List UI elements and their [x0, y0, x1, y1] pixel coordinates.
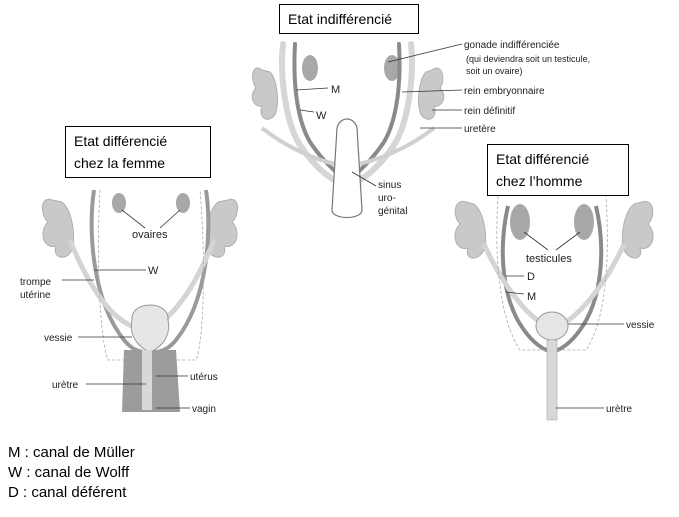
label-gonade-1: gonade indifférenciée — [464, 40, 560, 51]
title-indifferent-line-1: Etat indifférencié — [288, 11, 393, 27]
title-male-line-1: Etat différencié — [496, 151, 590, 167]
label-vessie-male: vessie — [626, 320, 655, 331]
ureter-right — [358, 126, 436, 166]
label-uretre-male: urètre — [606, 404, 633, 415]
label-ovaires: ovaires — [132, 229, 168, 241]
leader-testicules-right — [555, 231, 581, 251]
label-vagin: vagin — [192, 404, 216, 415]
label-m-top: M — [331, 84, 340, 96]
leader-gonade — [387, 43, 463, 63]
ovary-left — [112, 193, 126, 213]
label-uterus: utérus — [190, 372, 218, 383]
kidney-left-female — [42, 198, 75, 258]
bladder-female — [130, 304, 170, 353]
muller-duct-right — [353, 41, 415, 185]
embryonic-kidney-left — [251, 67, 278, 120]
kidney-right-male — [621, 200, 654, 259]
label-trompe-1: trompe — [20, 277, 52, 288]
label-sinus-3: génital — [378, 206, 407, 217]
legend-wolff: W : canal de Wolff — [8, 464, 130, 481]
label-testicules: testicules — [526, 253, 572, 265]
leader-testicules-left — [523, 231, 549, 251]
testis-right — [574, 204, 594, 240]
kidney-left-male — [454, 200, 487, 259]
title-female-line-2: chez la femme — [74, 155, 166, 171]
gonad-left — [302, 55, 318, 81]
wolff-duct-right — [352, 42, 402, 178]
muller-duct-left — [279, 41, 341, 185]
title-box-male: Etat différencié chez l’homme — [487, 144, 629, 196]
leader-m-top — [295, 87, 329, 91]
title-female-line-1: Etat différencié — [74, 133, 168, 149]
gonad-right — [384, 55, 400, 81]
male-stage-drawing: testicules D M vessie urètre — [454, 195, 655, 421]
label-gonade-2: (qui deviendra soit un testicule, — [466, 54, 590, 64]
label-w-top: W — [316, 110, 327, 122]
label-m-male: M — [527, 291, 536, 303]
female-stage-drawing: ovaires W trompe utérine vessie urètre u… — [20, 189, 238, 415]
embryonic-kidney-right — [418, 67, 445, 120]
label-d: D — [527, 271, 535, 283]
ureter-left-male — [481, 242, 542, 325]
title-male-line-2: chez l’homme — [496, 173, 583, 189]
label-sinus-2: uro- — [378, 193, 396, 204]
vas-deferens-left — [500, 205, 553, 354]
label-uretre-female: urètre — [52, 380, 79, 391]
ureter-right-male — [564, 242, 627, 325]
legend-muller: M : canal de Müller — [8, 444, 135, 461]
ovary-right — [176, 193, 190, 213]
bladder-male — [535, 311, 569, 341]
title-box-indifferent: Etat indifférencié — [279, 4, 419, 34]
label-rein-embryonnaire: rein embryonnaire — [464, 86, 545, 97]
label-trompe-2: utérine — [20, 290, 51, 301]
legend-deferent: D : canal déférent — [8, 484, 127, 501]
leader-w-top — [299, 109, 315, 113]
leader-ovaires-right — [159, 209, 181, 229]
legend: M : canal de Müller W : canal de Wolff D… — [8, 443, 135, 503]
leader-ovaires-left — [121, 209, 146, 229]
ureter-left — [260, 126, 336, 166]
label-gonade-3: soit un ovaire) — [466, 66, 523, 76]
testis-left — [510, 204, 530, 240]
label-w-female: W — [148, 265, 159, 277]
label-vessie-female: vessie — [44, 333, 73, 344]
ureter-left-female — [67, 239, 134, 329]
leader-rein-embryonnaire — [401, 89, 463, 93]
urogenital-sinus — [331, 118, 363, 219]
indifferent-stage-drawing: M W gonade indifférenciée (qui deviendra… — [251, 40, 590, 219]
wolff-duct-left — [292, 42, 342, 178]
label-uretere: uretère — [464, 124, 496, 135]
outline-female — [98, 189, 204, 361]
leader-m-male — [505, 291, 525, 295]
vas-deferens-right — [551, 205, 604, 354]
urethra-female — [142, 350, 152, 410]
label-rein-definitif: rein définitif — [464, 106, 515, 117]
label-sinus-1: sinus — [378, 180, 401, 191]
urethra-male — [546, 339, 558, 421]
leader-sinus — [351, 171, 377, 187]
title-box-female: Etat différencié chez la femme — [65, 126, 211, 178]
